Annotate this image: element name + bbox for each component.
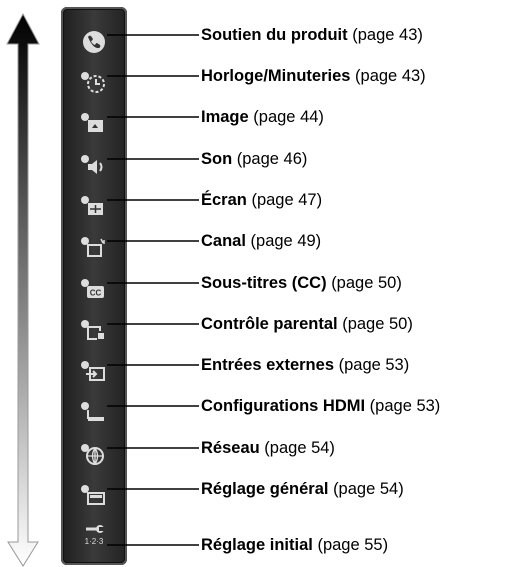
hdmi-icon[interactable] (78, 400, 110, 426)
menu-item-parental-control[interactable]: Contrôle parental (page 50) (201, 313, 413, 335)
item-title: Soutien du produit (201, 26, 348, 44)
item-page-ref: (page 43) (352, 26, 423, 44)
menu-item-initial-setup[interactable]: Réglage initial (page 55) (201, 534, 388, 556)
item-title: Réglage initial (201, 536, 313, 554)
item-title: Image (201, 108, 249, 126)
menu-item-network[interactable]: Réseau (page 54) (201, 437, 335, 459)
item-page-ref: (page 55) (317, 536, 389, 554)
menu-item-clock-timers[interactable]: Horloge/Minuteries (page 43) (201, 65, 426, 87)
item-page-ref: (page 53) (338, 356, 410, 374)
menu-item-picture[interactable]: Image (page 44) (201, 106, 324, 128)
cc-glyph-text: CC (90, 289, 102, 298)
menu-item-closed-captions[interactable]: Sous-titres (CC) (page 50) (201, 272, 402, 294)
network-icon[interactable] (78, 442, 110, 468)
menu-item-support[interactable]: Soutien du produit (page 43) (201, 24, 423, 46)
menu-item-sound[interactable]: Son (page 46) (201, 148, 307, 170)
sound-icon[interactable] (78, 153, 110, 179)
item-title: Horloge/Minuteries (201, 67, 351, 85)
picture-icon[interactable] (78, 111, 110, 137)
item-page-ref: (page 49) (250, 232, 322, 250)
menu-item-screen[interactable]: Écran (page 47) (201, 189, 322, 211)
item-title: Configurations HDMI (201, 397, 366, 415)
item-page-ref: (page 46) (236, 150, 308, 168)
closed-caption-icon[interactable]: CC (78, 277, 110, 303)
item-page-ref: (page 54) (333, 480, 404, 498)
item-page-ref: (page 44) (253, 108, 324, 126)
menu-item-channel[interactable]: Canal (page 49) (201, 230, 321, 252)
item-title: Écran (201, 191, 247, 209)
initial-setup-icon[interactable]: 1·2·3 (78, 524, 110, 550)
item-page-ref: (page 50) (342, 315, 413, 333)
item-title: Réseau (201, 439, 260, 457)
channel-icon[interactable] (78, 235, 110, 261)
general-setup-icon[interactable] (78, 483, 110, 509)
item-page-ref: (page 50) (331, 274, 402, 292)
parental-lock-icon[interactable] (78, 318, 110, 344)
scroll-arrow-icon (6, 12, 40, 567)
item-title: Entrées externes (201, 356, 334, 374)
item-title: Réglage général (201, 480, 329, 498)
item-title: Contrôle parental (201, 315, 338, 333)
settings-menu-panel: CC (61, 7, 127, 565)
item-page-ref: (page 53) (369, 397, 441, 415)
item-page-ref: (page 43) (355, 67, 426, 85)
support-icon[interactable] (78, 29, 110, 55)
item-title: Sous-titres (CC) (201, 274, 327, 292)
item-title: Son (201, 150, 233, 168)
clock-timer-icon[interactable] (78, 70, 110, 96)
item-title: Canal (201, 232, 246, 250)
item-page-ref: (page 47) (251, 191, 323, 209)
screen-icon[interactable] (78, 194, 110, 220)
item-page-ref: (page 54) (264, 439, 335, 457)
menu-item-external-inputs[interactable]: Entrées externes (page 53) (201, 354, 409, 376)
menu-item-general-setup[interactable]: Réglage général (page 54) (201, 478, 404, 500)
menu-item-hdmi-settings[interactable]: Configurations HDMI (page 53) (201, 395, 440, 417)
steps-glyph-text: 1·2·3 (85, 537, 104, 546)
external-input-icon[interactable] (78, 359, 110, 385)
